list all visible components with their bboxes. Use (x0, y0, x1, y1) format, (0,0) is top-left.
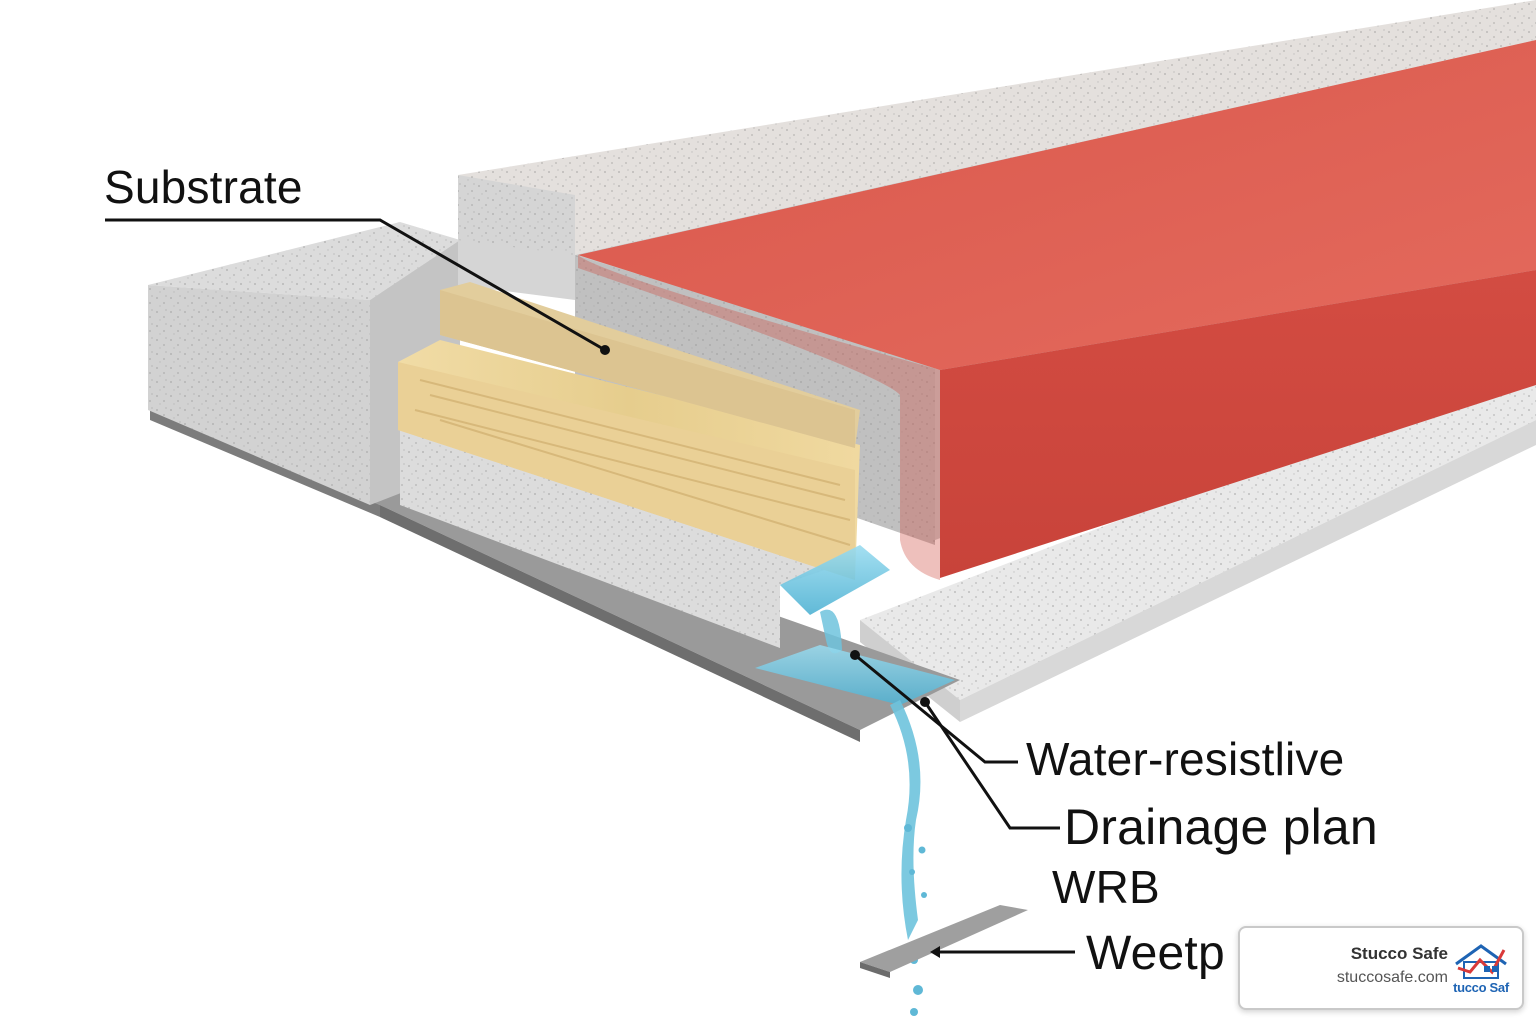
wood-sheathing (398, 340, 860, 580)
water-resistive-pointer-dot (850, 650, 860, 660)
wrb-label: WRB (1052, 861, 1160, 913)
weep-label: Weetp (1086, 927, 1225, 980)
brand-logo-text: tucco Saf (1453, 980, 1509, 995)
wrb-strip (440, 282, 860, 448)
substrate-label: Substrate (104, 161, 303, 213)
brand-card[interactable]: Stucco Safe stuccosafe.com tucco Saf (1238, 926, 1524, 1010)
drainage-pointer-dot (920, 697, 930, 707)
brand-url[interactable]: stuccosafe.com (1336, 969, 1448, 986)
water-flow (755, 545, 955, 1016)
leader-lines (105, 218, 1075, 954)
base-slab (860, 360, 1536, 722)
gray-stone-layer (400, 430, 855, 648)
water-resistive-label: Water-resistlive (1026, 733, 1345, 785)
house-check-logo-icon: tucco Saf (1452, 942, 1510, 1000)
drainage-plane-label: Drainage plan (1064, 799, 1378, 855)
weep-pointer-arrow (930, 946, 940, 958)
back-concrete-wall (458, 0, 1536, 300)
brand-name: Stucco Safe (1350, 944, 1448, 963)
weep-screed (860, 905, 1028, 978)
substrate-pointer-dot (600, 345, 610, 355)
red-stucco-layer (578, 40, 1536, 580)
